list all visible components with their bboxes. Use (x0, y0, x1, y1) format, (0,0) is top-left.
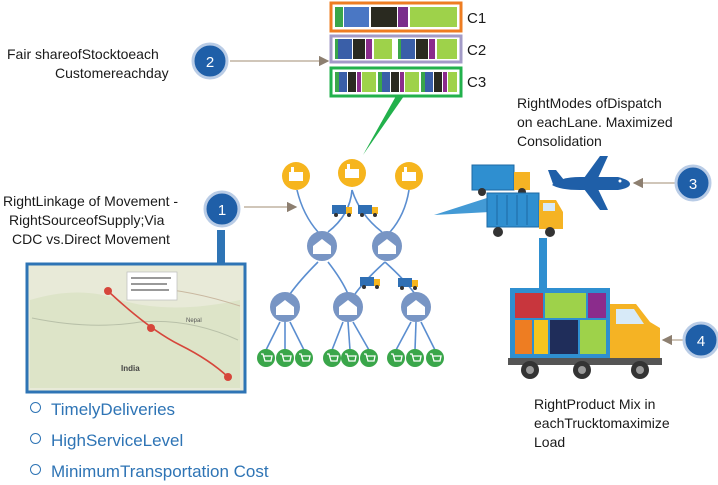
cart-icons (261, 353, 442, 362)
bullet-circle-icon (30, 464, 41, 475)
benefit-label: MinimumTransportation Cost (51, 462, 269, 481)
container-truck-icon (471, 164, 530, 196)
note-2-line-1: Fair shareofStocktoeach (7, 46, 159, 62)
note-3-line-1: RightModes ofDispatch (517, 95, 662, 111)
warehouse-icon (307, 231, 337, 261)
badge-4-number: 4 (697, 333, 705, 350)
small-truck-icon (358, 205, 378, 217)
stock-bar-c2 (329, 34, 463, 64)
badge-3: 3 (674, 164, 712, 202)
allocation-connector (363, 96, 404, 155)
customer-icons (257, 349, 444, 367)
badge-1: 1 (203, 190, 241, 228)
note-1-line-3: CDC vs.Direct Movement (12, 231, 170, 247)
factory-icon (395, 162, 423, 190)
note-4-line-2: eachTrucktomaximize (534, 415, 670, 431)
factory-icon (282, 162, 310, 190)
badge-3-number: 3 (689, 176, 697, 193)
warehouse-icon (401, 292, 431, 322)
product-mix-connector (539, 238, 547, 288)
badge-1-number: 1 (218, 202, 226, 219)
warehouse-icon (333, 292, 363, 322)
warehouse-icon (372, 231, 402, 261)
customer-label-c1: C1 (467, 10, 486, 27)
benefit-item: TimelyDeliveries (30, 400, 175, 420)
badge-2-number: 2 (206, 54, 214, 71)
note-1-line-1: RightLinkage of Movement - (3, 193, 179, 209)
bullet-circle-icon (30, 402, 41, 413)
small-truck-icon (332, 205, 352, 217)
warehouse-icon (270, 292, 300, 322)
benefit-label: TimelyDeliveries (51, 400, 176, 419)
badge-4: 4 (682, 321, 718, 359)
bullet-circle-icon (30, 433, 41, 444)
airplane-icon (548, 156, 630, 210)
small-truck-icon (360, 277, 380, 289)
stock-bar-c1 (329, 1, 463, 33)
customer-label-c2: C2 (467, 42, 486, 59)
product-mix-truck-icon (508, 288, 662, 379)
map-region-label: Nepal (186, 318, 202, 324)
note-2-line-2: Customereachday (55, 65, 169, 81)
container-truck-icon (486, 192, 563, 237)
dispatch-beam (434, 197, 490, 215)
note-3-line-2: on eachLane. Maximized (517, 114, 673, 130)
route-map: India Nepal (25, 262, 247, 394)
map-connector (217, 230, 225, 264)
small-truck-icon (398, 278, 418, 290)
benefit-item: MinimumTransportation Cost (30, 462, 269, 482)
map-country-label: India (121, 364, 140, 373)
customer-label-c3: C3 (467, 74, 486, 91)
stock-bar-c3 (329, 66, 463, 98)
note-4-line-3: Load (534, 434, 566, 450)
note-4-line-1: RightProduct Mix in (534, 396, 656, 412)
badge-2: 2 (191, 42, 229, 80)
benefit-item: HighServiceLevel (30, 431, 183, 451)
note-1-line-2: RightSourceofSupply;Via (9, 212, 165, 228)
note-3-line-3: Consolidation (517, 133, 602, 149)
factory-icon (338, 159, 366, 187)
benefit-label: HighServiceLevel (51, 431, 184, 450)
